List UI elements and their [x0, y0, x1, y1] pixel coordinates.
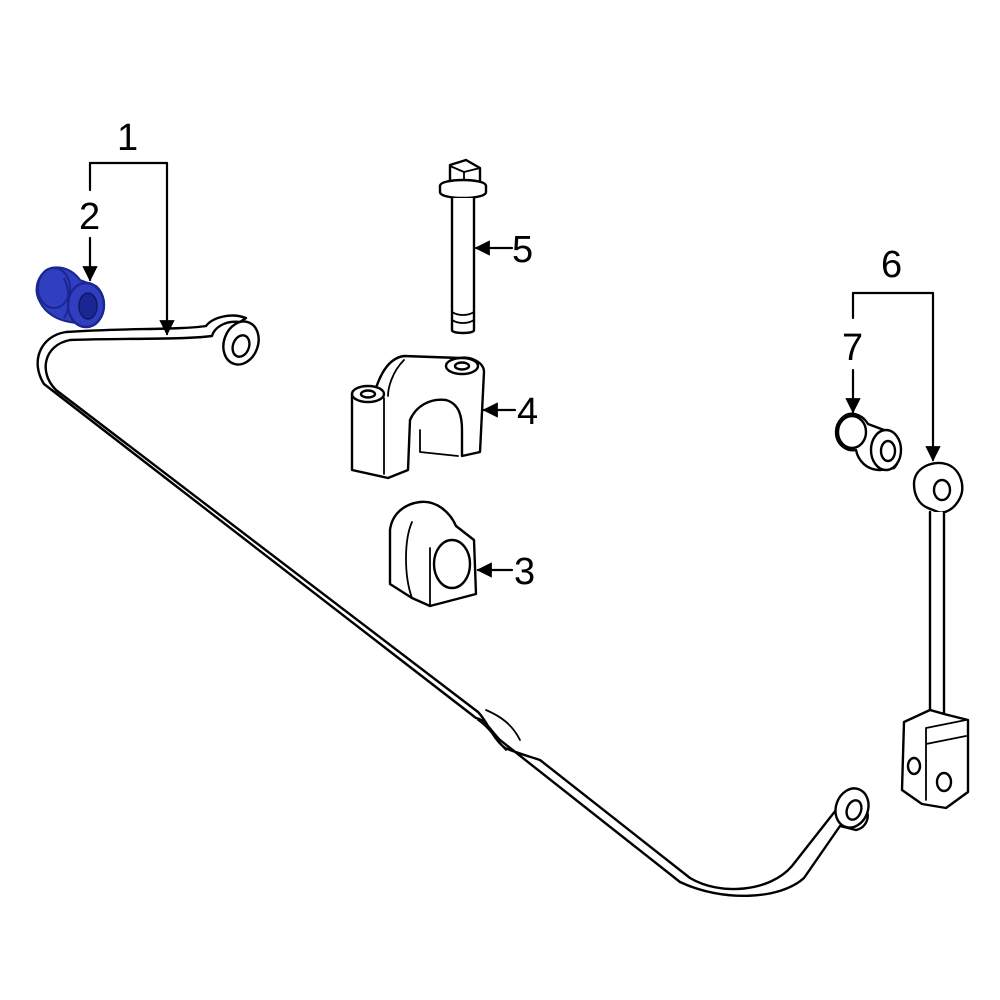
callout-5: 5	[512, 229, 533, 271]
mounting-bolt[interactable]	[438, 158, 488, 335]
callout-4: 4	[517, 391, 538, 433]
bushing-bracket[interactable]	[350, 354, 486, 480]
stabilizer-link[interactable]	[900, 461, 970, 810]
link-bushing[interactable]	[834, 412, 903, 472]
callout-lines	[82, 161, 941, 578]
stabilizer-bushing[interactable]	[388, 500, 478, 608]
callout-2: 2	[79, 196, 100, 238]
bushing-highlighted[interactable]	[35, 266, 106, 329]
callout-3: 3	[514, 551, 535, 593]
stabilizer-bar[interactable]	[36, 314, 874, 897]
callout-6: 6	[881, 244, 902, 286]
callout-7: 7	[842, 327, 863, 369]
callout-1: 1	[117, 117, 138, 159]
